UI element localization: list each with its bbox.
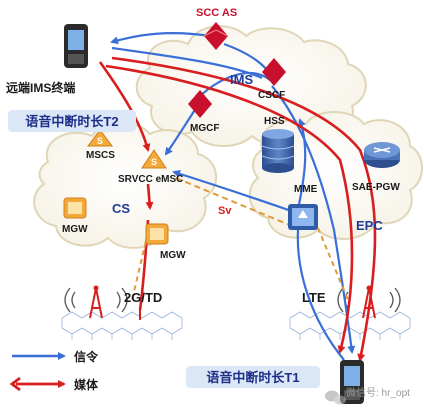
label-mgcf: MGCF <box>190 123 219 134</box>
mgw2-icon <box>145 223 169 245</box>
label-srvcc-emsc: SRVCC eMSC <box>118 174 183 185</box>
label-sae-pgw: SAE-PGW <box>352 182 400 193</box>
label-ims: IMS <box>230 72 253 87</box>
hss-icon <box>261 129 295 173</box>
signaling-paths <box>110 32 356 361</box>
mme-icon <box>288 204 318 230</box>
cell-grid-lte <box>289 311 411 340</box>
label-remote-ims: 远端IMS终端 <box>6 80 75 95</box>
lte-orange-link <box>317 227 349 301</box>
callout-t1-text: 语音中断时长T1 <box>206 370 299 385</box>
label-mgw1: MGW <box>62 224 88 235</box>
mgw1-icon <box>63 197 87 219</box>
label-mgw2: MGW <box>160 250 186 261</box>
callout-t1-box <box>186 366 320 388</box>
label-epc: EPC <box>356 218 383 233</box>
label-sv: Sv <box>218 205 232 217</box>
legend-signaling-label: 信令 <box>74 349 99 364</box>
srvcc-emsc-icon: S <box>141 149 167 169</box>
svg-text:S: S <box>151 157 157 167</box>
label-cscf: CSCF <box>258 90 285 101</box>
label-hss: HSS <box>264 116 285 127</box>
watermark-text: 微信号: hr_opt <box>346 386 410 399</box>
ue-phone-icon <box>340 360 364 404</box>
legend-media-tail-icon <box>9 376 21 392</box>
mscs-icon: S <box>87 129 113 147</box>
antenna-2g-icon <box>64 285 128 319</box>
cell-grid-2g <box>61 311 183 340</box>
remote-phone-icon <box>64 24 88 68</box>
label-2g-td: 2G/TD <box>124 290 162 305</box>
sae-pgw-icon <box>364 142 400 168</box>
label-mscs: MSCS <box>86 150 115 161</box>
callout-t2-text: 语音中断时长T2 <box>25 114 118 129</box>
mgcf-icon <box>188 90 212 118</box>
callout-t2-box <box>8 110 136 132</box>
svg-text:S: S <box>97 136 103 146</box>
cscf-icon <box>262 58 286 86</box>
legend-media-label: 媒体 <box>74 377 99 392</box>
label-scc-as: SCC AS <box>196 7 237 19</box>
sv-interface-line <box>175 177 293 227</box>
label-lte: LTE <box>302 290 326 305</box>
label-cs: CS <box>112 201 130 216</box>
scc-as-icon <box>203 22 229 50</box>
label-mme: MME <box>294 184 318 195</box>
wechat-watermark-icon <box>325 390 346 405</box>
